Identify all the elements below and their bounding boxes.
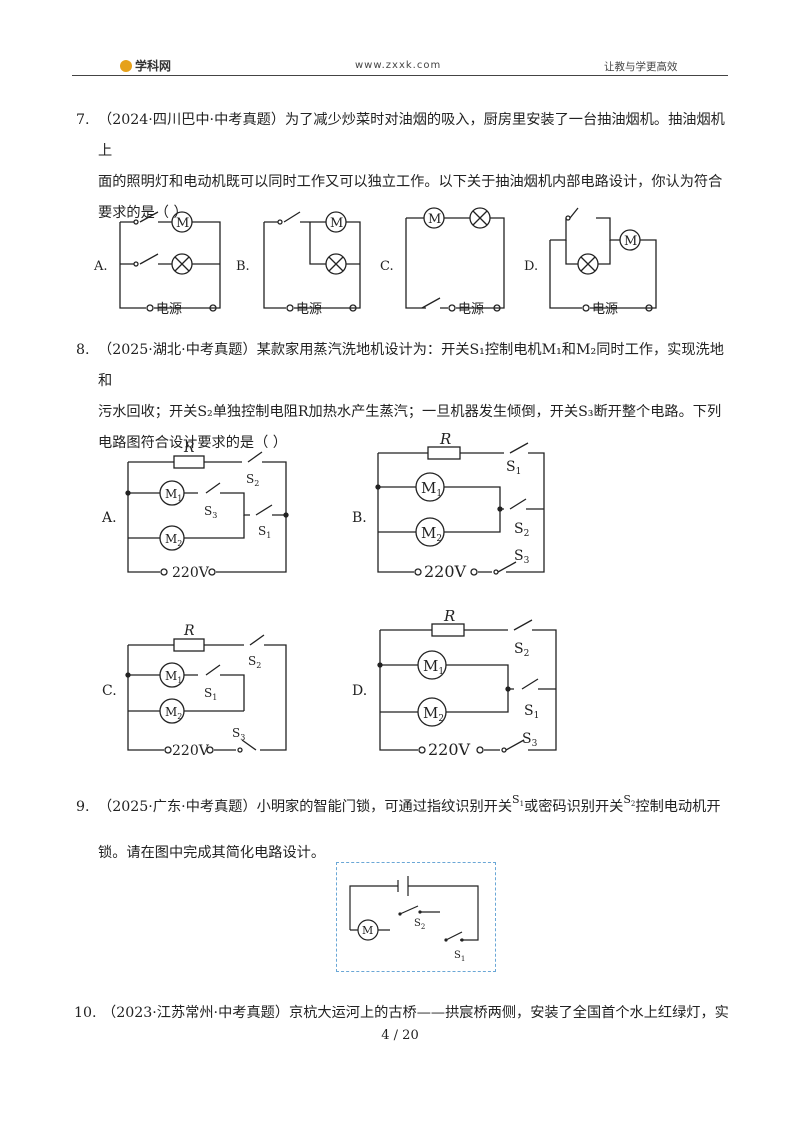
power-source-label: 电源 (458, 302, 484, 317)
switch-label: S1 (258, 524, 271, 540)
motor-symbol: M (176, 216, 189, 231)
question-number: 10. (74, 1005, 97, 1021)
switch-label: S2 (414, 918, 425, 931)
question-text-line: 污水回收；开关S₂单独控制电阻R加热水产生蒸汽；一旦机器发生倾倒，开关S₃断开整… (98, 404, 722, 420)
motor-symbol: M2 (165, 532, 182, 548)
question-text-line: 要求的是（ ） (98, 205, 188, 221)
switch-label: S1 (524, 703, 539, 721)
site-slogan: 让教与学更高效 (604, 61, 678, 73)
site-logo: 学科网 (120, 57, 171, 74)
question-number: 9. (76, 799, 90, 815)
power-source-label: 电源 (156, 302, 182, 317)
question-text-line: （2025·湖北·中考真题）某款家用蒸汽洗地机设计为：开关S₁控制电机M₁和M₂… (98, 342, 724, 389)
switch-label: S2 (246, 472, 259, 488)
motor-symbol: M2 (165, 705, 182, 721)
option-label: C. (380, 259, 394, 274)
motor-symbol: M2 (423, 704, 444, 724)
question-7: 7. （2024·四川巴中·中考真题）为了减少炒菜时对油烟的吸入，厨房里安装了一… (76, 105, 736, 229)
option-label: D. (352, 683, 367, 699)
question-number: 7. (76, 112, 90, 128)
logo-icon (120, 59, 132, 72)
q7-circuit-options: A. B. C. D. M M M M 电源 电源 电源 电源 (93, 207, 657, 317)
question-9: 9. （2025·广东·中考真题）小明家的智能门锁，可通过指纹识别开关S1或密码… (76, 792, 736, 869)
motor-symbol: M1 (165, 669, 182, 685)
voltage-label: 220V (172, 565, 210, 581)
motor-symbol: M1 (423, 657, 444, 677)
question-text-line: （2023·江苏常州·中考真题）京杭大运河上的古桥——拱宸桥两侧，安装了全国首个… (102, 1005, 729, 1021)
switch-label: S1 (506, 459, 521, 477)
option-label: A. (93, 259, 108, 274)
switch-label: S3 (204, 504, 217, 520)
option-label: B. (236, 259, 250, 274)
switch-label: S1 (454, 950, 465, 963)
resistor-label: R (183, 440, 195, 456)
voltage-label: 220V (428, 740, 471, 759)
question-8: 8. （2025·湖北·中考真题）某款家用蒸汽洗地机设计为：开关S₁控制电机M₁… (76, 335, 736, 459)
page-header: 学科网 www.zxxk.com 让教与学更高效 (0, 52, 800, 76)
switch-label: S2 (514, 641, 529, 659)
power-source-label: 电源 (592, 302, 618, 317)
question-number: 8. (76, 342, 90, 358)
question-10: 10. （2023·江苏常州·中考真题）京杭大运河上的古桥——拱宸桥两侧，安装了… (74, 998, 734, 1029)
resistor-label: R (439, 430, 451, 448)
resistor-label: R (183, 623, 195, 639)
switch-label: S2 (248, 654, 261, 670)
option-label: C. (102, 683, 117, 699)
option-label: A. (101, 510, 117, 526)
question-text-line: （2025·广东·中考真题）小明家的智能门锁，可通过指纹识别开关S1或密码识别开… (98, 793, 721, 815)
site-url: www.zxxk.com (355, 60, 442, 71)
motor-symbol: M (330, 216, 343, 231)
question-text-line: 锁。请在图中完成其简化电路设计。 (98, 845, 326, 862)
switch-label: S3 (522, 731, 538, 749)
switch-s1-inline: S1 (512, 793, 525, 809)
motor-symbol: M1 (421, 479, 442, 499)
motor-symbol: M (624, 234, 637, 249)
motor-symbol: M1 (165, 487, 182, 503)
motor-symbol: M (428, 212, 441, 227)
switch-s2-inline: S2 (623, 793, 636, 809)
q8-circuit-options: A. B. C. D. R R R R 220V 220V 220V 220V … (101, 430, 557, 759)
option-label: D. (524, 259, 538, 274)
question-text-line: （2024·四川巴中·中考真题）为了减少炒菜时对油烟的吸入，厨房里安装了一台抽油… (98, 112, 725, 159)
question-text-line: 面的照明灯和电动机既可以同时工作又可以独立工作。以下关于抽油烟机内部电路设计，你… (98, 174, 723, 190)
switch-label: S2 (514, 521, 529, 539)
q9-circuit-diagram: M S2 S1 (349, 876, 479, 963)
option-label: B. (352, 510, 367, 526)
switch-label: S3 (232, 726, 245, 742)
page-number: 4 / 20 (381, 1028, 419, 1043)
power-source-label: 电源 (296, 302, 322, 317)
header-divider (72, 75, 728, 76)
motor-symbol: M (362, 924, 373, 937)
switch-label: S3 (514, 548, 530, 566)
q9-answer-area[interactable] (336, 862, 496, 972)
motor-symbol: M2 (421, 524, 442, 544)
switch-label: S1 (204, 686, 217, 702)
voltage-label: 220V (172, 743, 210, 759)
question-text-line: 电路图符合设计要求的是（ ） (98, 435, 287, 451)
voltage-label: 220V (424, 562, 467, 581)
resistor-label: R (443, 607, 455, 625)
